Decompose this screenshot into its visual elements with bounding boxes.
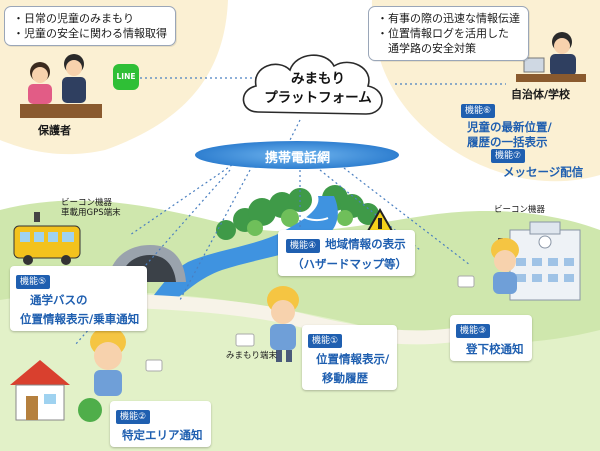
feature-1: 機能① 位置情報表示/ 移動履歴 [302,325,398,390]
line-app-icon: LINE [113,64,139,90]
feature-5: 機能⑤ 通学バスの 位置情報表示/乗車通知 [10,266,148,331]
feature-1-badge: 機能① [308,334,343,348]
river [150,196,338,300]
feature-2: 機能② 特定エリア通知 [110,401,211,447]
feature-7-line: メッセージ配信 [503,165,584,179]
feature-3-line: 登下校通知 [466,342,524,356]
municipality-label: 自治体/学校 [511,88,571,101]
feature-3-badge: 機能③ [456,324,491,338]
school-bus [13,212,81,265]
feature-2-line: 特定エリア通知 [122,428,203,442]
feature-3: 機能③ 登下校通知 [450,315,532,361]
platform-title-line2: プラットフォーム [264,90,372,106]
network-label: 携帯電話網 [265,151,331,166]
feature-4-line: （ハザードマップ等） [292,257,407,271]
municipality-callout-line: ・有事の際の迅速な情報伝達 [377,12,520,25]
feature-4-badge: 機能④ [286,239,321,253]
child-right [491,238,519,294]
connection-lines [74,77,506,346]
house [10,360,102,422]
network-ellipse [195,141,399,169]
forest-light [247,209,353,236]
feature-4-line: 地域情報の表示 [325,237,406,251]
feature-6: 機能⑥ 児童の最新位置/ 履歴の一括表示 [461,98,552,150]
river-foam [299,213,329,222]
feature-5-line: 位置情報表示/乗車通知 [20,312,140,326]
guardian-callout-line: ・児童の安全に関わる情報取得 [13,27,167,40]
feature-6-line: 履歴の一括表示 [467,135,548,149]
municipality-callout: ・有事の際の迅速な情報伝達 ・位置情報ログを活用した 通学路の安全対策 [368,6,529,61]
child-left [90,327,126,396]
guardian-callout-line: ・日常の児童のみまもり [13,12,134,25]
child-center [267,286,299,362]
platform-cloud [242,54,383,115]
feature-5-line: 通学バスの [30,293,88,307]
platform-title: みまもり プラットフォーム [262,70,374,108]
bus-beacon-label: ビーコン機器 [61,198,113,208]
feature-7-badge: 機能⑦ [491,149,526,163]
guardian-label: 保護者 [38,124,71,137]
terminal-device-1 [235,333,255,347]
feature-7: 機能⑦ メッセージ配信 [491,143,583,180]
municipality-callout-line: 通学路の安全対策 [377,42,476,55]
guardian-people [20,54,102,118]
feature-1-line: 位置情報表示/ [316,352,390,366]
platform-title-line1: みまもり [291,71,345,87]
municipality-person [516,32,586,82]
bus-gps-label: 車載用GPS端末 [61,208,121,218]
guardian-callout: ・日常の児童のみまもり ・児童の安全に関わる情報取得 [4,6,176,46]
feature-1-line: 移動履歴 [322,371,368,385]
municipality-callout-line: ・位置情報ログを活用した [377,27,509,40]
feature-6-badge: 機能⑥ [461,104,496,118]
terminal-device-2 [457,275,475,288]
child-terminal-label: みまもり端末 [226,351,278,361]
feature-6-line: 児童の最新位置/ [467,120,552,134]
feature-5-badge: 機能⑤ [16,275,51,289]
feature-4: 機能④ 地域情報の表示 （ハザードマップ等） [278,230,415,276]
school-beacon-label: ビーコン機器 [494,205,546,215]
feature-2-badge: 機能② [116,410,151,424]
terminal-device-3 [145,359,163,372]
